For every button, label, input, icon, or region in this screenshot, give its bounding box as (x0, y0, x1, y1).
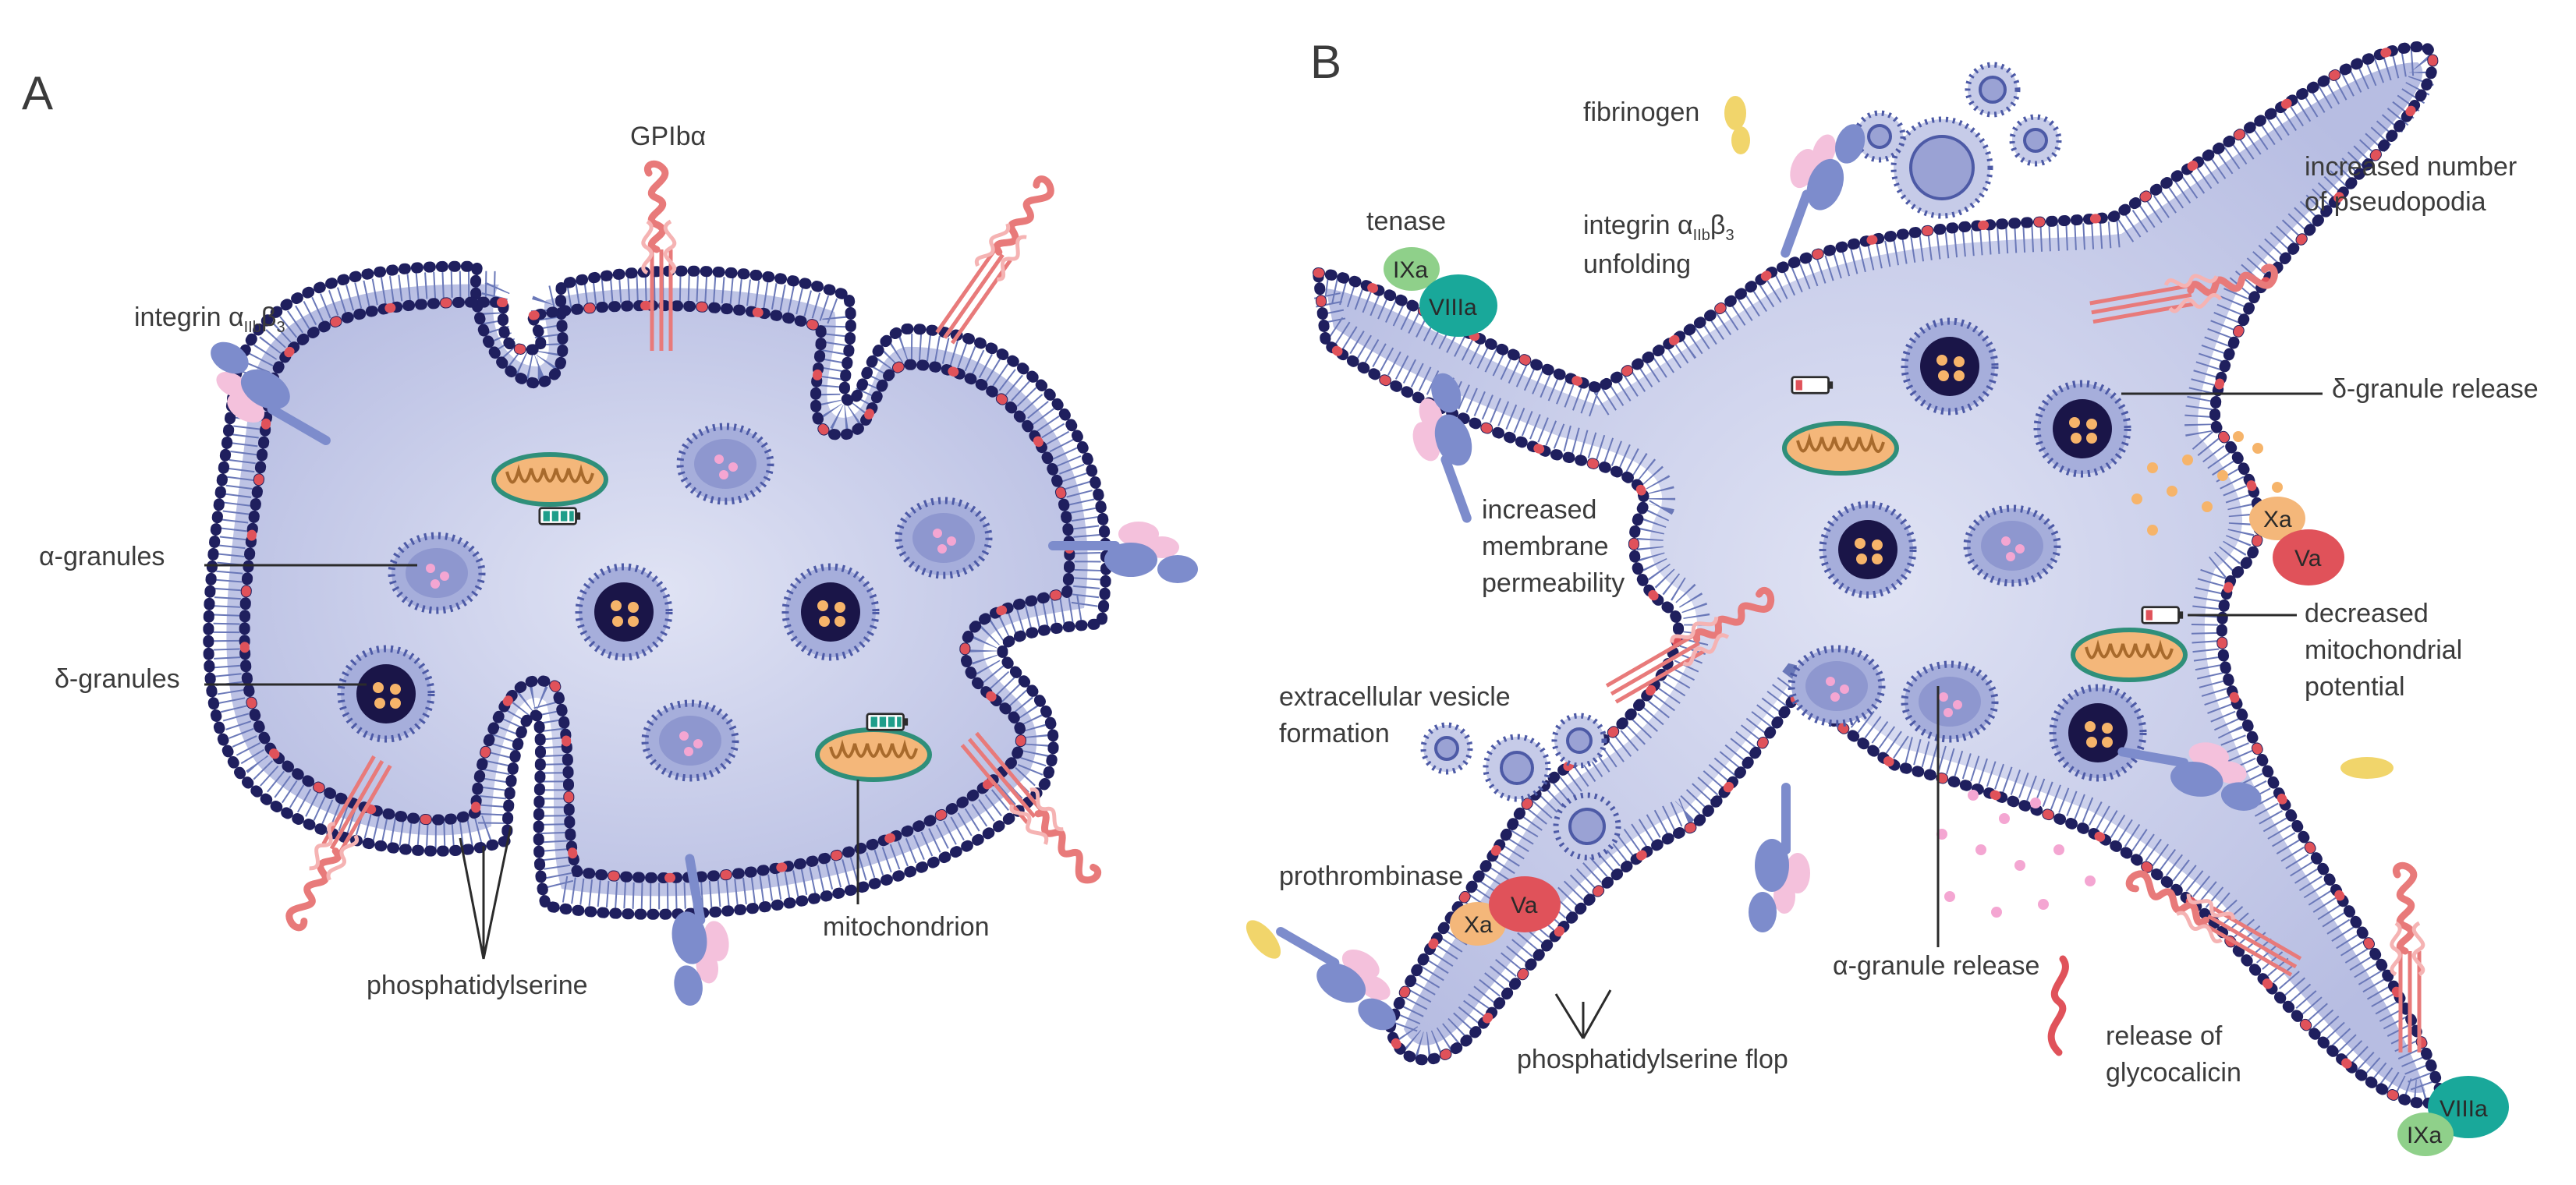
delta-granule-releasing (2037, 384, 2128, 474)
glycocalicin-fragment-icon (2047, 955, 2069, 1056)
tenase-complex-top: IXa VIIIa (1384, 247, 1497, 337)
tenase-viiia-label: VIIIa (2440, 1096, 2488, 1122)
delta-granule (579, 567, 669, 657)
ps-flop-label: phosphatidylserine flop (1517, 1045, 1788, 1074)
delta-granule (1905, 321, 1995, 412)
extracellular-vesicles-top (1853, 62, 2062, 219)
gpib-receptor (2392, 865, 2423, 1052)
permeability-label-line3: permeability (1482, 568, 1625, 598)
tenase-complex-bottom: VIIIa IXa (2397, 1076, 2509, 1156)
fibrinogen-shape (1731, 126, 1750, 154)
alpha-granules-label: α-granules (39, 542, 165, 571)
gpib-receptor (930, 175, 1062, 345)
permeability-label-line1: increased (1482, 495, 1596, 525)
delta-granule (2053, 688, 2143, 778)
panel-b: B (1245, 36, 2539, 1156)
mitochondrion-shape (817, 730, 930, 780)
ps-flop-leader (1554, 989, 1612, 1039)
alpha-granule (898, 501, 989, 575)
va-label: Va (1511, 893, 1538, 918)
fibrinogen-shape (1245, 920, 1281, 959)
tenase-ixa-label: IXa (1393, 257, 1428, 283)
ev-label-line1: extracellular vesicle (1279, 682, 1511, 712)
glycocalicin-label-line1: release of (2106, 1021, 2223, 1051)
extracellular-vesicles-left (1420, 713, 1621, 861)
mitochondrion-shape (1784, 423, 1897, 473)
prothrombinase-complex-right: Xa Va (2249, 497, 2344, 585)
alpha-granule-release-dots (1936, 790, 2096, 918)
tenase-viiia-label: VIIIa (1429, 295, 1477, 320)
delta-granule (341, 649, 431, 739)
delta-granule (785, 567, 876, 657)
tenase-label: tenase (1366, 207, 1446, 236)
integrin-label-a: integrin αIIbβ3 (134, 302, 285, 336)
phosphatidylserine-label: phosphatidylserine (367, 971, 588, 1000)
fibrinogen-shape (1724, 96, 1746, 130)
permeability-label-line2: membrane (1482, 532, 1609, 561)
panel-b-letter: B (1310, 36, 1341, 88)
xa-label: Xa (1464, 912, 1493, 938)
alpha-granule (645, 703, 735, 778)
panel-a: A GPIbα integrin αIIbβ3 α-granu (22, 67, 1198, 1008)
phosphatidylserine-leader (459, 826, 512, 960)
mito-label-line1: decreased (2305, 599, 2429, 628)
delta-granule-release-dots (2131, 431, 2283, 536)
resting-membrane-tails (213, 271, 1101, 910)
resting-phosphatidylserine-dots (239, 297, 1075, 883)
battery-full-icon (866, 713, 909, 731)
va-label: Va (2294, 546, 2322, 571)
battery-low-icon (1791, 376, 1834, 394)
fibrinogen-shape (2340, 757, 2394, 779)
delta-granules-label: δ-granules (55, 664, 180, 694)
panel-a-letter: A (22, 67, 53, 119)
xa-label: Xa (2263, 507, 2292, 532)
battery-low-icon (2141, 606, 2184, 624)
activated-phosphatidylserine-dots (1313, 41, 2449, 1109)
integrin-label-b: integrin αIIbβ3 (1583, 210, 1734, 244)
alpha-granule (680, 426, 771, 501)
unfolding-label: unfolding (1583, 249, 1691, 279)
alpha-granule (1967, 508, 2057, 583)
mito-label-line2: mitochondrial (2305, 635, 2462, 665)
gpib-label: GPIbα (630, 122, 706, 151)
mito-label-line3: potential (2305, 672, 2405, 702)
ev-label-line2: formation (1279, 719, 1390, 748)
tenase-ixa-label: IXa (2407, 1123, 2442, 1148)
alpha-release-label: α-granule release (1833, 951, 2039, 981)
fibrinogen-label: fibrinogen (1583, 97, 1699, 127)
alpha-granule (392, 536, 482, 610)
prothrombinase-complex-left: Xa Va (1450, 876, 1561, 946)
mitochondrion-shape (2073, 630, 2185, 680)
glycocalicin-label-line2: glycocalicin (2106, 1058, 2241, 1088)
pseudopodia-label-line2: of pseudopodia (2305, 187, 2486, 217)
alpha-granule (1791, 649, 1882, 723)
battery-full-icon (538, 507, 582, 525)
delta-granule (1823, 504, 1913, 595)
mitochondrion-label: mitochondrion (823, 912, 990, 942)
delta-release-label: δ-granule release (2332, 374, 2539, 404)
prothrombinase-label: prothrombinase (1279, 861, 1463, 891)
mitochondrion-shape (494, 455, 606, 504)
integrin-receptor (1749, 787, 1810, 932)
alpha-granule-releasing (1905, 664, 1995, 739)
integrin-receptor (1262, 911, 1419, 1036)
pseudopodia-label-line1: increased number (2305, 152, 2517, 182)
